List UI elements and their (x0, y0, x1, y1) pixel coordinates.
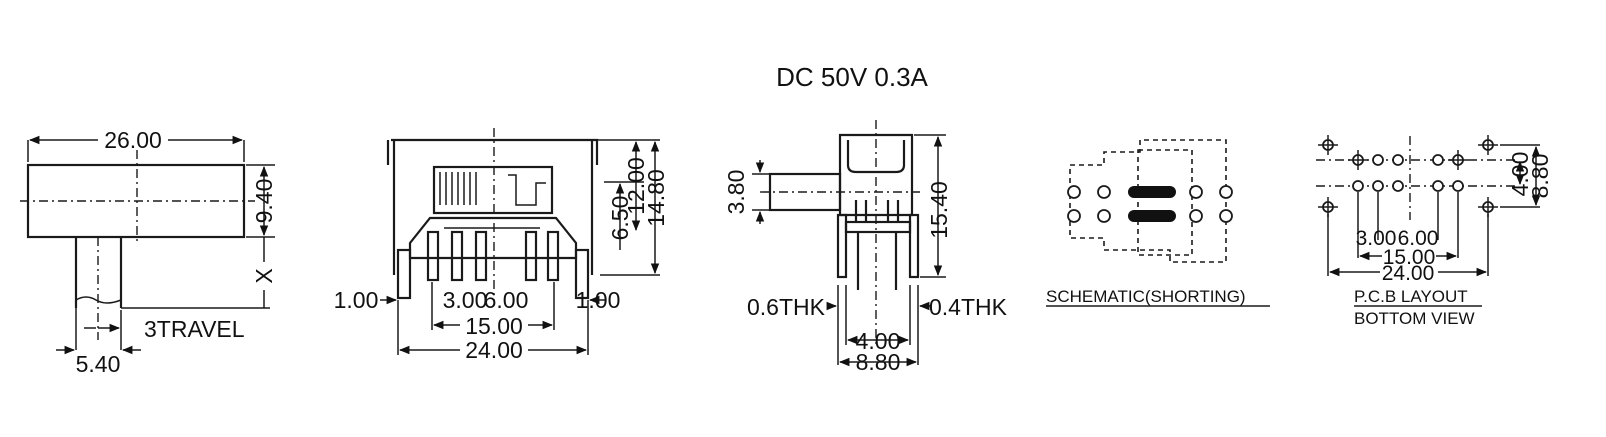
pcb-pads (1322, 139, 1494, 213)
front-dim-12: 12.00 (623, 157, 649, 215)
shorting-bar-top (1128, 186, 1176, 198)
end-dim-4: 4.00 (856, 328, 901, 354)
shorting-bar-bottom (1128, 210, 1176, 222)
front-dim-right: 1.00 (576, 287, 621, 313)
side-height-dim: 9.40 (251, 179, 277, 224)
side-view: 26.00 9.40 X 3TRAVEL 5.40 (20, 127, 277, 377)
end-dim-88: 8.80 (856, 349, 901, 375)
pcb-layout: 4.00 8.80 3.00 6.00 15.00 24.00 P.C.B LA… (1316, 135, 1553, 328)
end-view: 3.80 15.40 0.6THK 0.4THK 4.00 8.80 (723, 120, 1008, 375)
pcb-dim-3: 3.00 (1356, 227, 1397, 250)
front-dim-15: 15.00 (465, 313, 523, 339)
front-dim-148: 14.80 (643, 169, 669, 227)
front-view: 12.00 14.80 6.50 1.00 3.00 6.00 1.00 15.… (334, 128, 669, 363)
side-width-dim: 26.00 (104, 127, 162, 153)
x-label: X (251, 268, 277, 283)
end-dim-38: 3.80 (723, 170, 749, 215)
end-dim-154: 15.40 (926, 181, 952, 239)
travel-dim: 3TRAVEL (144, 316, 245, 342)
end-thk-right: 0.4THK (929, 294, 1008, 320)
front-dim-left: 1.00 (334, 287, 379, 313)
pcb-dim-15: 15.00 (1383, 246, 1436, 269)
front-dim-6: 6.00 (484, 287, 529, 313)
pcb-dim-24: 24.00 (1382, 262, 1435, 285)
knob-width-dim: 5.40 (76, 351, 121, 377)
pcb-dim-6: 6.00 (1398, 227, 1439, 250)
end-thk-left: 0.6THK (747, 294, 826, 320)
front-dim-3: 3.00 (443, 287, 488, 313)
schematic-caption: SCHEMATIC(SHORTING) (1046, 287, 1246, 306)
pcb-dim-88: 8.80 (1527, 154, 1553, 199)
pcb-caption-1: P.C.B LAYOUT (1354, 287, 1468, 306)
pcb-dim-4: 4.00 (1507, 152, 1533, 197)
front-dim-24: 24.00 (465, 337, 523, 363)
rating-title: DC 50V 0.3A (776, 62, 928, 92)
schematic: SCHEMATIC(SHORTING) (1046, 139, 1270, 307)
pcb-caption-2: BOTTOM VIEW (1354, 309, 1475, 328)
front-dim-65: 6.50 (607, 196, 633, 241)
